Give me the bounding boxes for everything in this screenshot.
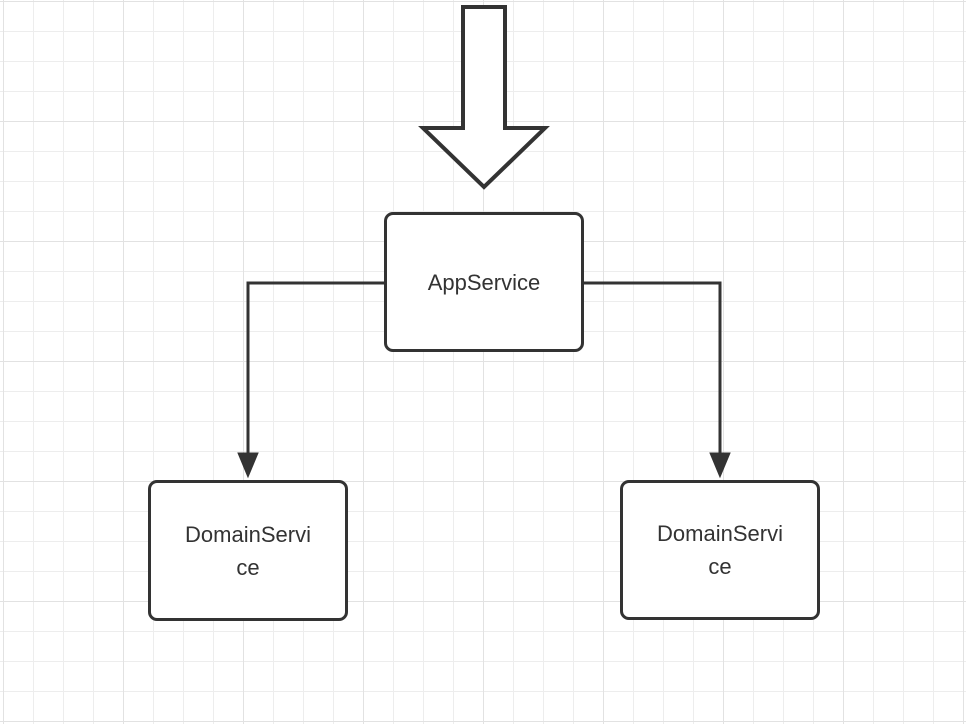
node-domain-service-right-label-line2: ce [708, 554, 732, 579]
block-arrow-down-shape[interactable] [418, 5, 550, 190]
node-domain-service-right[interactable]: DomainServi ce [620, 480, 820, 620]
arrowhead-left [237, 452, 259, 479]
node-app-service-label: AppService [427, 269, 541, 295]
node-domain-service-left-label-line2: ce [236, 554, 260, 580]
node-domain-service-right-label-line1: DomainServi [657, 521, 783, 546]
node-domain-service-left[interactable]: DomainServi ce [148, 480, 348, 621]
node-domain-service-left-label-line1: DomainServi [185, 521, 311, 547]
arrowhead-right [709, 452, 731, 479]
node-app-service[interactable]: AppService [384, 212, 584, 352]
connector-app-to-domain-left[interactable] [237, 281, 384, 479]
connector-app-to-domain-right[interactable] [584, 281, 731, 479]
